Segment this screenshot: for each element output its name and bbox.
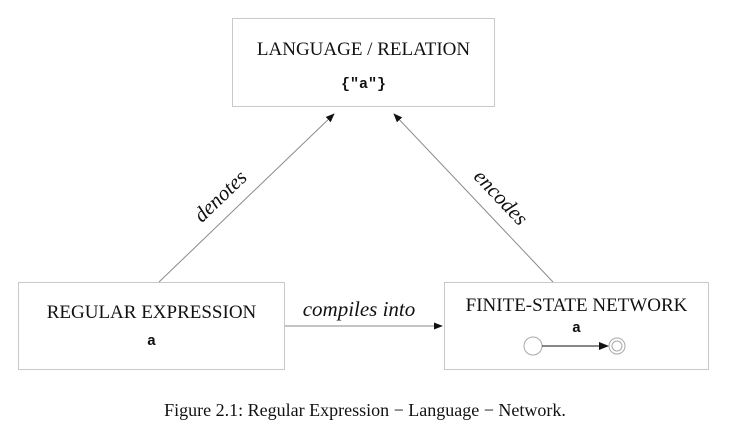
network-box-title: FINITE-STATE NETWORK: [465, 295, 688, 316]
language-box-title: LANGUAGE / RELATION: [256, 39, 471, 60]
final-state-inner-ring: [611, 340, 623, 352]
language-relation-box: LANGUAGE / RELATION {"a"}: [232, 18, 495, 107]
finite-state-network-box: FINITE-STATE NETWORK a: [444, 282, 709, 370]
encodes-label: encodes: [469, 164, 533, 230]
regex-box-title: REGULAR EXPRESSION: [46, 302, 257, 323]
mini-network: [523, 336, 626, 356]
language-box-content: {"a"}: [340, 76, 386, 93]
encodes-arrow: [393, 113, 554, 283]
compiles-into-label: compiles into: [303, 297, 416, 321]
regex-box-content: a: [146, 333, 156, 350]
denotes-arrow: [158, 113, 335, 283]
figure-caption: Figure 2.1: Regular Expression − Languag…: [164, 400, 566, 420]
denotes-label: denotes: [189, 165, 252, 227]
regular-expression-box: REGULAR EXPRESSION a: [18, 282, 285, 370]
start-state-icon: [523, 336, 543, 356]
final-state-icon: [608, 337, 626, 355]
network-arc-label: a: [571, 320, 581, 337]
